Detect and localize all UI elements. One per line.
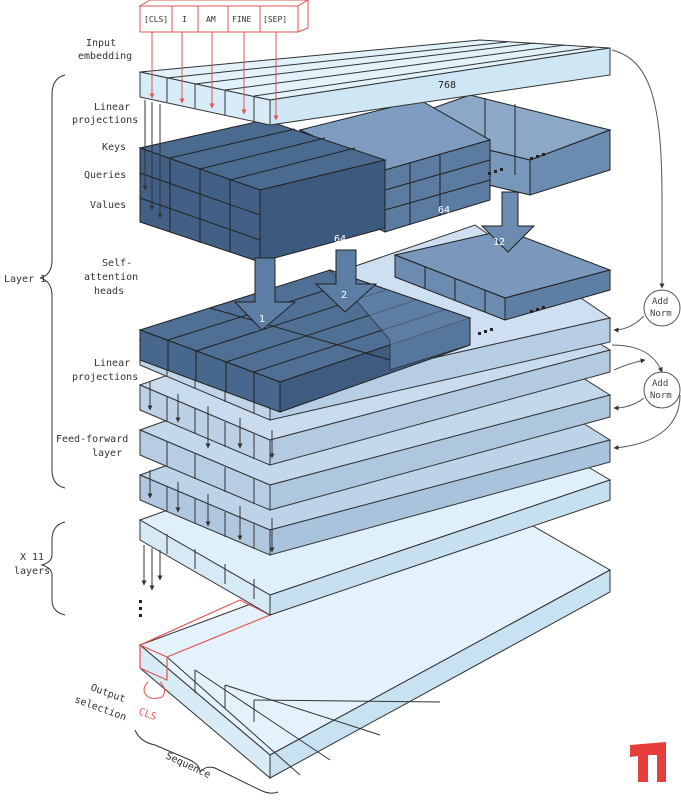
label-linear-proj-mid-1: Linear	[94, 358, 130, 369]
token-arrows	[149, 32, 279, 121]
residual-connectors	[611, 49, 681, 451]
attention-output-block	[138, 268, 472, 413]
label-linear-proj-mid-2: projections	[72, 372, 138, 383]
label-cls: CLS	[137, 706, 158, 723]
layer-bracket	[39, 74, 66, 489]
label-keys: Keys	[102, 142, 126, 153]
label-layer-1: Layer 1	[4, 274, 46, 285]
token-am: AM	[206, 15, 216, 24]
label-self-attention-1: Self-	[102, 258, 132, 269]
label-x11-2: layers	[14, 566, 50, 577]
add-norm-2: Add Norm	[643, 371, 681, 409]
dim-12: 12	[493, 237, 505, 248]
sequence-bracket	[134, 729, 279, 794]
token-box-fine	[227, 5, 261, 33]
token-fine: FINE	[232, 15, 251, 24]
label-input-embedding-2: embedding	[78, 51, 132, 62]
input-embedding-slab	[139, 39, 611, 126]
head-12-block	[393, 229, 612, 321]
label-values: Values	[90, 200, 126, 211]
add-norm-1: Add Norm	[643, 289, 681, 327]
token-box-am	[197, 5, 229, 33]
head-label-1: 1	[259, 314, 265, 325]
token-cls: [CLS]	[144, 15, 168, 24]
head-arrow-2	[314, 249, 378, 313]
logo-mark	[630, 742, 666, 782]
label-self-attention-2: attention	[84, 272, 138, 283]
label-feed-forward-2: layer	[92, 448, 122, 459]
label-self-attention-3: heads	[94, 286, 124, 297]
label-queries: Queries	[84, 170, 126, 181]
label-linear-proj-top-2: projections	[72, 115, 138, 126]
head-label-2: 2	[341, 290, 347, 301]
label-input-embedding-1: Input	[86, 38, 116, 49]
svg-text:Add: Add	[652, 297, 668, 307]
head-arrow-1	[233, 257, 297, 331]
label-sequence: Sequence	[164, 751, 212, 781]
output-layer-slab	[138, 509, 612, 780]
dim-64-left: 64	[334, 234, 346, 245]
dim-64-middle: 64	[438, 205, 450, 216]
token-sep: [SEP]	[263, 15, 287, 24]
ellipsis-marks	[139, 153, 545, 617]
label-linear-proj-top-1: Linear	[94, 102, 130, 113]
token-i: I	[182, 15, 187, 24]
x11-bracket	[40, 521, 66, 616]
dim-768: 768	[438, 80, 456, 91]
label-feed-forward-1: Feed-forward	[56, 434, 128, 445]
svg-text:Add: Add	[652, 379, 668, 389]
label-x11-1: X 11	[20, 552, 44, 563]
cls-brace	[143, 681, 166, 699]
head-arrow-12	[480, 191, 536, 253]
flow-arrows	[141, 100, 275, 591]
kqv-block-left	[138, 119, 387, 263]
head-arrows	[233, 191, 536, 331]
svg-text:Norm: Norm	[650, 309, 672, 319]
svg-text:Norm: Norm	[650, 391, 672, 401]
token-row: [CLS] I AM FINE [SEP]	[138, 0, 309, 33]
